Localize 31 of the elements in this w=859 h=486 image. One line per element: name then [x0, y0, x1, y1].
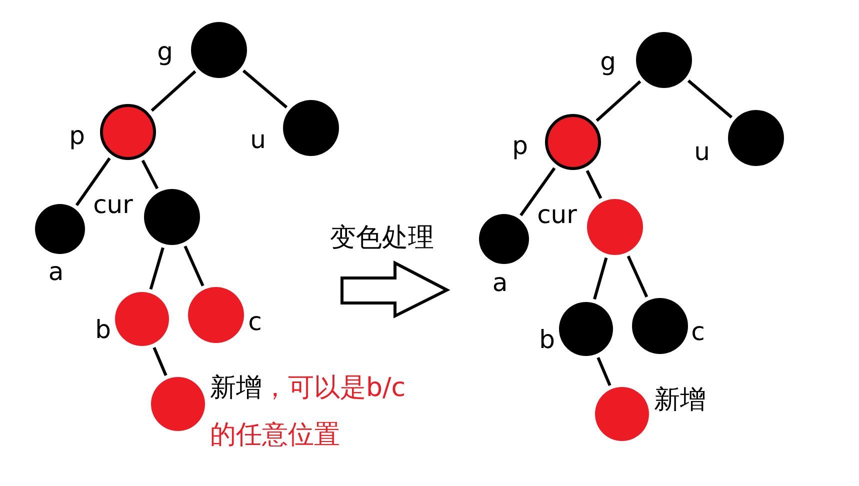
node-label: a	[492, 268, 508, 298]
node-label: p	[69, 121, 85, 151]
connector-line	[596, 80, 642, 122]
connector-line	[520, 167, 556, 216]
connector-line	[596, 356, 612, 386]
note-text: 新增，可以是b/c的任意位置	[210, 372, 407, 452]
node-label: cur	[93, 190, 133, 220]
node-label: b	[95, 315, 111, 345]
node-label: cur	[537, 200, 577, 230]
connector-line	[242, 70, 288, 108]
node-label: g	[157, 37, 173, 67]
connector-line	[75, 157, 111, 206]
node-label: g	[600, 47, 616, 77]
connector-line	[150, 70, 196, 112]
node-label: b	[539, 325, 555, 355]
connector-line	[141, 160, 159, 190]
connector-line	[687, 80, 733, 118]
connector-line	[586, 170, 602, 199]
connector-line	[152, 346, 168, 376]
connector-line	[626, 256, 648, 298]
node-label: u	[694, 137, 710, 167]
node-label: a	[48, 257, 64, 287]
connector-line	[184, 246, 204, 286]
node-label: c	[248, 307, 262, 337]
node-label: p	[512, 131, 528, 161]
connector-line	[593, 257, 608, 300]
node-label: u	[250, 125, 266, 155]
node-label: c	[691, 317, 705, 347]
note-text: 新增	[654, 384, 707, 417]
caption-text: 变色处理	[330, 222, 434, 254]
connector-line	[149, 247, 164, 290]
